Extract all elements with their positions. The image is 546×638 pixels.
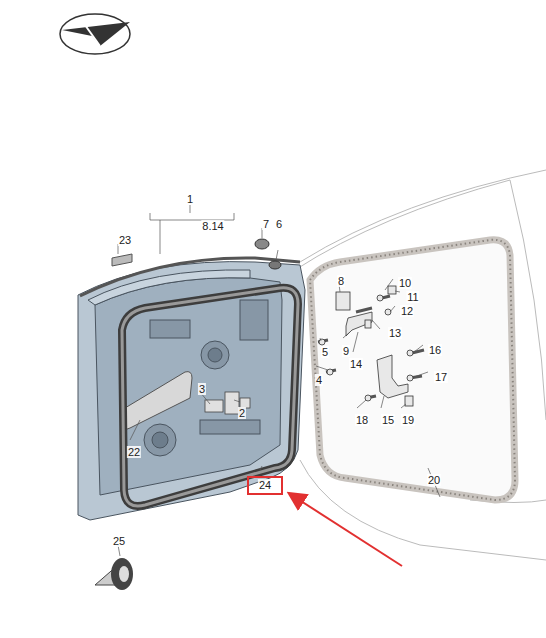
tape-roll [95, 558, 133, 590]
callout-number: 25 [112, 535, 126, 547]
callout-number: 17 [434, 371, 448, 383]
callout-number: 3 [198, 383, 206, 395]
callout-number: 8 [337, 275, 345, 287]
callout-number: 8.14 [201, 220, 224, 232]
callout-number: 14 [349, 358, 363, 370]
callout-number: 19 [401, 414, 415, 426]
callout-number: 2 [238, 407, 246, 419]
callout-number: 15 [381, 414, 395, 426]
callout-number: 9 [342, 345, 350, 357]
callout-number: 12 [400, 305, 414, 317]
callout-number: 1 [186, 193, 194, 205]
leader-lines [118, 205, 440, 556]
callout-number: 11 [406, 291, 419, 303]
brand-logo [60, 14, 130, 54]
highlight-box [248, 477, 282, 494]
callout-number: 23 [118, 234, 132, 246]
callout-number: 20 [427, 474, 441, 486]
door-seal [122, 288, 298, 506]
callout-number: 10 [398, 277, 412, 289]
door-shell [78, 262, 305, 520]
callout-number: 7 [262, 218, 270, 230]
pad [122, 372, 192, 430]
callout-number: 13 [388, 327, 402, 339]
hinges [318, 286, 424, 406]
callout-number: 16 [428, 344, 442, 356]
opening-seal-texture [310, 240, 515, 500]
callout-number: 6 [275, 218, 283, 230]
callout-number: 4 [315, 374, 323, 386]
callout-number: 18 [355, 414, 369, 426]
callout-number: 24 [258, 479, 272, 491]
callout-number: 5 [321, 346, 329, 358]
highlight-arrow [290, 494, 402, 566]
car-body [295, 170, 546, 560]
opening-seal [310, 240, 515, 500]
callout-number: 22 [127, 446, 141, 458]
